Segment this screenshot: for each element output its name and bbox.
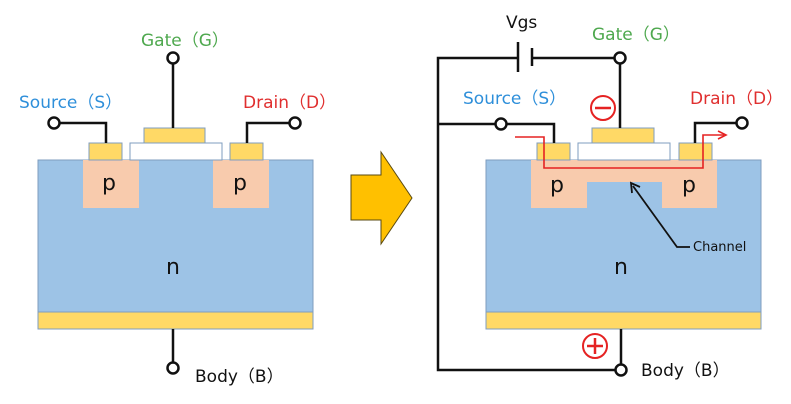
left-p-label-source: p: [102, 171, 116, 196]
left-n-substrate: [37, 159, 314, 313]
right-body-metal: [485, 311, 762, 330]
left-device: Gate（G） Source（S） Drain（D） Body（B） p p n: [19, 31, 336, 387]
left-gate-label: Gate（G）: [141, 31, 229, 51]
current-path: [515, 134, 724, 169]
left-drain-wire: [245, 121, 290, 143]
left-source-terminal[interactable]: [47, 116, 61, 130]
right-n-substrate: [485, 159, 762, 313]
left-drain-terminal[interactable]: [288, 116, 302, 130]
left-gate-terminal[interactable]: [166, 51, 180, 65]
left-n-label: n: [166, 255, 180, 280]
left-source-wire: [59, 121, 108, 143]
right-source-terminal[interactable]: [494, 117, 508, 131]
right-p-label-source: p: [550, 173, 564, 198]
right-gate-oxide: [577, 142, 671, 161]
channel-pointer-line: [632, 185, 690, 248]
channel-pointer-arrowhead-icon: [629, 181, 641, 194]
minus-sign-icon: [590, 95, 616, 121]
left-drain-label: Drain（D）: [243, 93, 336, 113]
right-p-region-with-channel: [531, 160, 717, 208]
vgs-label: Vgs: [506, 13, 537, 33]
left-gate-oxide: [129, 142, 223, 161]
left-p-region-source: [83, 160, 139, 208]
channel-label: Channel: [693, 240, 746, 255]
right-body-terminal[interactable]: [614, 363, 628, 377]
right-p-label-drain: p: [682, 173, 696, 198]
right-gate-terminal[interactable]: [613, 51, 627, 65]
right-n-label: n: [614, 255, 628, 280]
right-gate-metal: [591, 127, 655, 144]
right-device: Vgs Gate（G） Source（S） Drain（D） Body（B） p…: [436, 13, 783, 381]
left-drain-contact: [229, 142, 264, 161]
right-source-wire: [506, 122, 556, 143]
left-gate-metal: [143, 127, 206, 144]
left-source-contact: [88, 142, 123, 161]
left-body-terminal[interactable]: [166, 361, 180, 375]
left-body-label: Body（B）: [195, 367, 284, 387]
left-p-label-drain: p: [233, 171, 247, 196]
current-arrowhead-icon: [717, 130, 728, 140]
right-source-contact: [536, 142, 571, 161]
vgs-loop-wire: [436, 56, 615, 372]
right-drain-terminal[interactable]: [735, 116, 749, 130]
left-body-metal: [37, 311, 314, 330]
plus-sign-icon: [582, 333, 608, 359]
right-gate-label: Gate（G）: [592, 25, 680, 45]
right-arrow-icon: [350, 150, 413, 246]
left-source-label: Source（S）: [19, 93, 122, 113]
right-drain-wire: [693, 121, 737, 143]
right-drain-contact: [678, 142, 713, 161]
right-source-label: Source（S）: [463, 89, 566, 109]
right-drain-label: Drain（D）: [690, 89, 783, 109]
left-p-region-drain: [213, 160, 269, 208]
right-body-label: Body（B）: [641, 361, 730, 381]
